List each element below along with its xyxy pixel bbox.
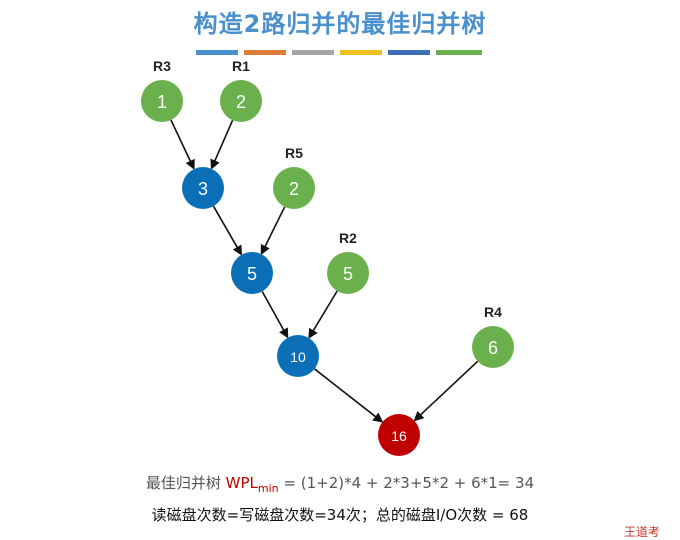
- node-weight-label: 16: [391, 428, 407, 444]
- tree-node-leaf: 6 R4: [472, 304, 514, 368]
- node-circle: [220, 80, 262, 122]
- wpl-formula: 最佳归并树 WPLmin = (1+2)*4 + 2*3+5*2 + 6*1= …: [0, 472, 680, 495]
- accent-bar: [196, 50, 238, 55]
- node-circle: [231, 252, 273, 294]
- disk-io-summary: 读磁盘次数=写磁盘次数=34次；总的磁盘I/O次数 = 68: [151, 506, 529, 524]
- tree-edge-arrow: [210, 119, 234, 170]
- accent-bar: [292, 50, 334, 55]
- wpl-text: WPL: [225, 474, 258, 492]
- node-circle: [277, 335, 319, 377]
- tree-node-leaf: 2 R1: [220, 58, 262, 122]
- tree-node-leaf: 1 R3: [141, 58, 183, 122]
- node-circle: [141, 80, 183, 122]
- accent-bar: [340, 50, 382, 55]
- tree-edge-arrow: [260, 206, 286, 256]
- node-circle: [472, 326, 514, 368]
- run-label: R5: [285, 145, 303, 161]
- tree-node-internal: 3: [182, 167, 224, 209]
- node-weight-label: 6: [488, 338, 498, 358]
- tree-edge-arrow: [212, 205, 243, 256]
- tree-edge-arrow: [308, 290, 338, 339]
- run-label: R4: [484, 304, 502, 320]
- run-label: R1: [232, 58, 250, 74]
- accent-bar: [244, 50, 286, 55]
- node-weight-label: 3: [198, 179, 208, 199]
- slide-title: 构造2路归并的最佳归并树: [193, 10, 487, 38]
- corner-watermark-text: 王道考: [624, 525, 661, 539]
- run-label: R3: [153, 58, 171, 74]
- accent-bar: [388, 50, 430, 55]
- node-weight-label: 1: [157, 92, 167, 112]
- node-weight-label: 2: [236, 92, 246, 112]
- tree-edge-arrow: [170, 119, 195, 170]
- tree-node-internal: 10: [277, 335, 319, 377]
- node-circle: [327, 252, 369, 294]
- node-weight-label: 5: [343, 264, 353, 284]
- formula-prefix: 最佳归并树: [145, 474, 226, 492]
- formula-rest: = (1+2)*4 + 2*3+5*2 + 6*1= 34: [278, 474, 535, 492]
- accent-bar-row: [196, 50, 486, 56]
- tree-edge-arrow: [413, 360, 479, 422]
- tree-node-leaf: 5 R2: [327, 230, 369, 294]
- tree-node-root: 16: [378, 414, 420, 456]
- wpl-subscript: min: [257, 482, 279, 495]
- node-circle: [378, 414, 420, 456]
- tree-edge-arrow: [314, 368, 384, 423]
- tree-node-internal: 5: [231, 252, 273, 294]
- node-circle: [182, 167, 224, 209]
- tree-node-leaf: 2 R5: [273, 145, 315, 209]
- node-circle: [273, 167, 315, 209]
- tree-edge-arrow: [261, 290, 289, 339]
- run-label: R2: [339, 230, 357, 246]
- wpl-symbol: WPLmin: [225, 474, 279, 495]
- node-weight-label: 10: [290, 349, 306, 365]
- accent-bar: [436, 50, 482, 55]
- node-weight-label: 2: [289, 179, 299, 199]
- node-weight-label: 5: [247, 264, 257, 284]
